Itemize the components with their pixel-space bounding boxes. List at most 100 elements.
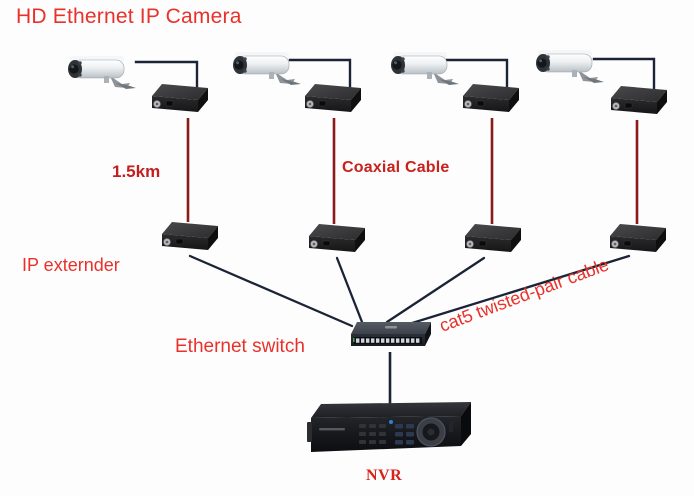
camera-lens [69,64,79,74]
extender-top-face [465,224,521,240]
rj45-port [624,102,633,109]
nvr-side-face [461,402,471,446]
camera-lens-glint [71,65,75,69]
extender-side-face [657,90,667,114]
edge-cat5-2 [335,256,364,324]
ip-extender-top-4[interactable] [607,82,675,124]
extender-front-face [465,236,511,252]
extender-front-face [610,236,656,252]
nvr-top-face [311,402,471,418]
camera-ir-led-2 [243,69,247,73]
camera-lens-glint [394,61,398,65]
ip-extender-bottom-1[interactable] [158,218,226,260]
rj45-port [165,100,174,107]
camera-1[interactable] [60,50,140,92]
extender-side-face [351,88,361,112]
extender-top-face [309,224,365,240]
bnc-connector-core [308,102,312,106]
coaxial-cable-label: Coaxial Cable [342,159,450,176]
camera-2[interactable] [225,46,305,88]
ip-extender-bottom-3[interactable] [461,220,529,262]
extender-top-face [611,86,667,102]
bnc-connector-core [165,240,169,244]
camera-mount-arm [427,72,432,79]
edge-cat5-3 [385,256,486,324]
page-title: HD Ethernet IP Camera [16,5,242,28]
extender-side-face [656,228,666,252]
rj45-port [322,240,331,247]
switch-side-face [425,322,431,346]
ip-extender-top-1[interactable] [148,80,216,122]
edge-cat5-1 [188,254,354,328]
extender-front-face [309,236,355,252]
extender-top-face [610,224,666,240]
bnc-connector-core [468,242,472,246]
camera-bracket [110,76,136,89]
ip-extender-bottom-4[interactable] [606,220,674,262]
ip-extender-bottom-2[interactable] [305,220,373,262]
camera-4[interactable] [528,44,608,86]
nvr-rack-ear-left [307,422,312,442]
extender-front-face [463,96,509,112]
nvr-recorder[interactable] [303,400,478,468]
camera-mount-arm [269,72,274,79]
camera-ir-led-1 [401,57,405,61]
camera-mount-arm [572,70,577,77]
camera-ir-led-2 [78,73,82,77]
camera-mount-arm [104,76,109,83]
camera-ir-led-1 [546,55,550,59]
camera-lens [234,60,244,70]
switch-status-led [353,338,355,342]
extender-top-face [162,222,218,238]
rj45-port [318,100,327,107]
extender-side-face [509,88,519,112]
edge-camera-1-to-extender [134,60,199,94]
edge-camera-3-to-extender [445,58,509,94]
extender-front-face [305,96,351,112]
ethernet-switch[interactable] [347,318,437,358]
bnc-connector-core [155,102,159,106]
nvr-keypad-group [395,424,414,445]
camera-ir-led-1 [78,61,82,65]
extender-top-face [305,84,361,100]
extender-top-face [152,84,208,100]
camera-lens-glint [236,61,240,65]
nvr-brand-text [319,428,345,431]
bnc-connector-core [312,242,316,246]
extender-front-face [162,234,208,250]
ethernet-switch-label: Ethernet switch [175,336,305,357]
camera-lens [537,58,547,68]
rj45-port [478,240,487,247]
camera-ir-led-2 [546,67,550,71]
camera-bracket [433,72,459,85]
nvr-jog-dial-center [427,428,435,436]
camera-ir-led-2 [401,69,405,73]
bnc-connector-core [466,102,470,106]
edge-camera-2-to-extender [288,58,352,94]
ip-extender-top-2[interactable] [301,80,369,122]
extender-front-face [152,96,198,112]
nvr-label: NVR [366,467,403,484]
extender-top-face [463,84,519,100]
ip-extender-label: IP externder [22,255,120,275]
camera-bracket [275,72,301,85]
extender-front-face [611,98,657,114]
distance-label: 1.5km [112,162,161,181]
nvr-power-led [389,420,393,424]
edge-camera-4-to-extender [592,57,656,96]
ip-extender-top-3[interactable] [459,80,527,122]
camera-bracket [578,70,604,83]
rj45-port [623,240,632,247]
camera-lens [392,60,402,70]
camera-lens-glint [539,59,543,63]
extender-side-face [355,228,365,252]
camera-3[interactable] [383,46,463,88]
nvr-ir-window [449,422,453,432]
extender-side-face [198,88,208,112]
switch-port-row [354,337,422,344]
bnc-connector-core [613,242,617,246]
extender-side-face [511,228,521,252]
rj45-port [175,238,184,245]
